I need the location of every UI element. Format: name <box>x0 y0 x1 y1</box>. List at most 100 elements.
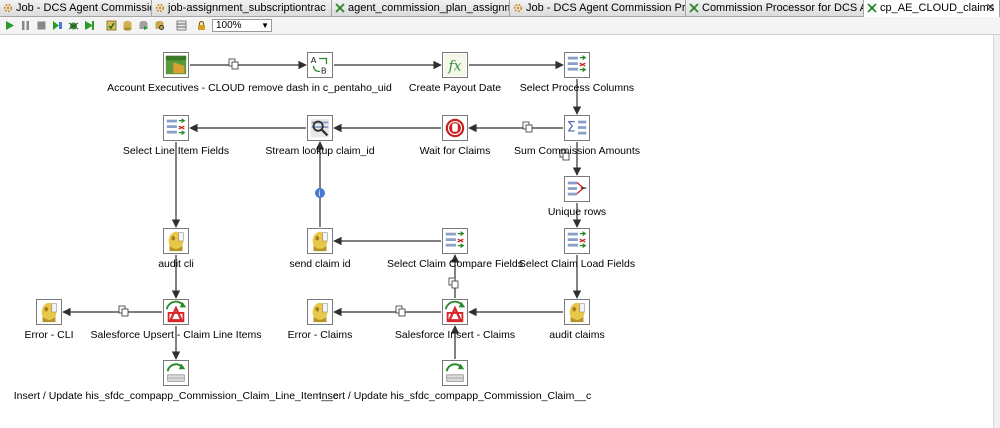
replace-string-icon: AB <box>311 55 328 75</box>
step-sum-commission[interactable]: Σ <box>564 115 590 141</box>
vertical-scrollbar[interactable] <box>993 35 1000 428</box>
transformation-toolbar: 100% ▼ <box>0 17 1000 35</box>
copy-rows-icon <box>559 149 570 161</box>
step-label: Salesforce Upsert - Claim Line Items <box>90 329 262 341</box>
tab-4[interactable]: Job - DCS Agent Commission Pr <box>510 0 686 17</box>
tab-label: Commission Processor for DCS A <box>702 2 864 14</box>
preview-icon[interactable] <box>52 20 63 31</box>
write-to-log-icon <box>312 302 328 323</box>
step-label: send claim id <box>289 258 351 270</box>
run-icon[interactable] <box>4 20 15 31</box>
salesforce-upsert-icon <box>165 300 187 323</box>
step-select-claim-load[interactable] <box>564 228 590 254</box>
svg-text:fx: fx <box>448 59 462 75</box>
step-select-process[interactable] <box>564 52 590 78</box>
copy-rows-icon <box>448 277 459 289</box>
step-sf-upsert-cli[interactable] <box>163 299 189 325</box>
step-send-claim-id[interactable] <box>307 228 333 254</box>
svg-text:B: B <box>321 65 327 75</box>
step-wait-claims[interactable] <box>442 115 468 141</box>
tab-5[interactable]: Commission Processor for DCS A <box>686 0 864 17</box>
step-insert-update-cli[interactable] <box>163 360 189 386</box>
zoom-value: 100% <box>216 20 242 31</box>
step-select-claim-compare[interactable] <box>442 228 468 254</box>
salesforce-insert-icon <box>444 300 466 323</box>
stop-icon[interactable] <box>36 20 47 31</box>
step-audit-claims[interactable] <box>564 299 590 325</box>
step-label: Salesforce Insert - Claims <box>394 329 516 341</box>
step-sf-insert-claims[interactable] <box>442 299 468 325</box>
step-label: Insert / Update his_sfdc_compapp_Commiss… <box>318 390 592 402</box>
job-icon <box>155 3 165 13</box>
job-icon <box>3 3 13 13</box>
stream-lookup-icon <box>310 118 330 138</box>
tab-6[interactable]: cp_AE_CLOUD_claims✕ <box>864 0 1000 18</box>
tab-1[interactable]: Job - DCS Agent Commissions <box>0 0 152 17</box>
step-label: Select Process Columns <box>519 82 635 94</box>
blocking-step-icon <box>445 118 465 138</box>
pause-icon[interactable] <box>20 20 31 31</box>
verify-icon[interactable] <box>106 20 117 31</box>
step-error-claims[interactable] <box>307 299 333 325</box>
step-create-payout[interactable]: fx <box>442 52 468 78</box>
copy-rows-icon <box>395 305 406 317</box>
step-label: audit claims <box>549 329 605 341</box>
job-icon <box>513 3 523 13</box>
step-label: Select Claim Load Fields <box>518 258 636 270</box>
write-to-log-icon <box>569 302 585 323</box>
group-by-icon: Σ <box>567 120 587 136</box>
tab-label: agent_commission_plan_assignm <box>348 2 510 14</box>
unique-rows-icon <box>567 181 587 196</box>
show-results-icon[interactable] <box>176 20 187 31</box>
step-insert-update-claim[interactable] <box>442 360 468 386</box>
svg-text:Σ: Σ <box>567 120 576 136</box>
tab-3[interactable]: agent_commission_plan_assignm <box>332 0 510 17</box>
transformation-icon <box>335 3 345 13</box>
step-label: Sum Commission Amounts <box>513 145 641 157</box>
debug-icon[interactable] <box>68 20 79 31</box>
select-values-icon <box>567 231 587 248</box>
step-error-cli[interactable] <box>36 299 62 325</box>
lock-icon[interactable] <box>196 20 207 31</box>
tab-2[interactable]: job-assignment_subscriptiontrac <box>152 0 332 17</box>
sql-icon[interactable] <box>138 20 149 31</box>
hops-layer: i <box>62 58 582 360</box>
table-input-icon <box>165 55 187 75</box>
info-icon: i <box>315 188 325 198</box>
step-select-line-item[interactable] <box>163 115 189 141</box>
step-label: Error - Claims <box>287 329 353 341</box>
step-account-executives[interactable] <box>163 52 189 78</box>
step-label: Unique rows <box>547 206 607 218</box>
step-audit-cli[interactable] <box>163 228 189 254</box>
step-label: Insert / Update his_sfdc_compapp_Commiss… <box>13 390 339 402</box>
chevron-down-icon: ▼ <box>261 21 269 30</box>
copy-rows-icon <box>522 121 533 133</box>
step-unique-rows[interactable] <box>564 176 590 202</box>
explore-db-icon[interactable] <box>154 20 165 31</box>
copy-rows-icon <box>118 305 129 317</box>
select-values-icon <box>166 118 186 135</box>
formula-icon: fx <box>443 53 467 77</box>
zoom-select[interactable]: 100% ▼ <box>212 19 272 32</box>
transformation-icon <box>689 3 699 13</box>
step-label: Account Executives - CLOUD <box>107 82 245 94</box>
step-label: audit cli <box>158 258 194 270</box>
write-to-log-icon <box>312 231 328 252</box>
copy-rows-icon <box>228 58 239 70</box>
step-stream-lookup[interactable] <box>307 115 333 141</box>
impact-icon[interactable] <box>122 20 133 31</box>
write-to-log-icon <box>41 302 57 323</box>
step-label: remove dash in c_pentaho_uid <box>248 82 392 94</box>
transformation-icon <box>867 3 877 13</box>
select-values-icon <box>445 231 465 248</box>
replay-icon[interactable] <box>84 20 95 31</box>
step-label: Select Line Item Fields <box>122 145 230 157</box>
close-icon[interactable]: ✕ <box>985 2 995 14</box>
step-label: Stream lookup claim_id <box>265 145 375 157</box>
tab-label: cp_AE_CLOUD_claims <box>880 2 995 14</box>
step-label: Create Payout Date <box>408 82 502 94</box>
svg-text:A: A <box>311 55 317 65</box>
